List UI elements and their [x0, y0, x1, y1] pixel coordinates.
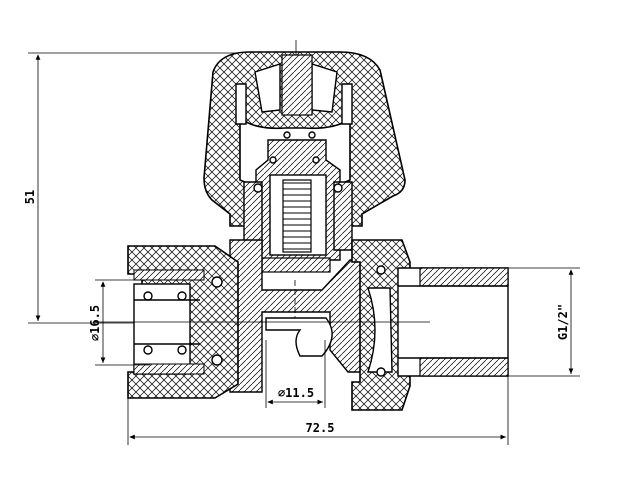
outlet-dimension: [265, 340, 326, 408]
right-union: [351, 239, 509, 411]
length-dimension: [127, 376, 509, 445]
bore-dimension: [95, 279, 150, 366]
thread-label: G1/2": [556, 304, 570, 340]
bonnet-assembly: [243, 139, 353, 273]
outlet-label: 11.5: [285, 386, 314, 400]
diameter-symbol: ∅: [88, 334, 102, 341]
valve-handle: [203, 40, 406, 227]
bore-label: 16.5: [88, 305, 102, 334]
diameter-symbol: ∅: [278, 386, 285, 400]
svg-text:∅16.5: ∅16.5: [88, 305, 102, 341]
length-label: 72.5: [306, 421, 335, 435]
thread-dimension: [508, 267, 580, 377]
bore-label-group: ∅16.5: [88, 305, 102, 341]
height-label: 51: [23, 190, 37, 204]
outlet-label-group: ∅11.5: [278, 386, 314, 400]
